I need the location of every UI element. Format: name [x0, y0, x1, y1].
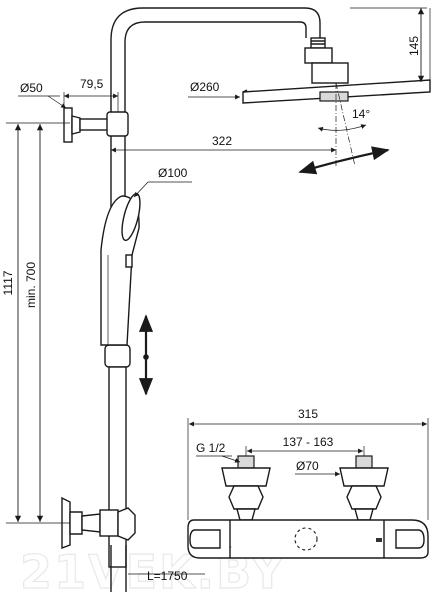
dim-hose-length: L=1750: [128, 569, 205, 583]
dim-315-label: 315: [298, 407, 318, 421]
dim-bracket-diameter-label: Ø50: [20, 81, 43, 95]
dim-137-163-label: 137 - 163: [283, 435, 334, 449]
slider-travel-dot: [143, 354, 149, 360]
slider-holder: [104, 344, 131, 368]
thermostatic-mixer: ▪: [187, 455, 429, 559]
wall-bracket-plate: [63, 107, 73, 143]
dim-315: 315: [187, 407, 429, 520]
dim-145: 145: [350, 7, 431, 82]
right-hex-nut: [346, 485, 382, 510]
dim-tilt-label: 14°: [352, 107, 370, 121]
right-eccentric: [354, 508, 374, 521]
head-hub: [311, 62, 349, 84]
dim-min-700: min. 700: [24, 124, 44, 522]
left-eccentric: [236, 508, 256, 521]
head-nozzle-plate: [319, 91, 349, 102]
mixer-logo-mark: [376, 538, 382, 542]
dim-bracket-diameter: Ø50: [18, 81, 67, 109]
dim-137-163: 137 - 163: [245, 435, 365, 456]
head-ball-joint: [304, 47, 333, 64]
left-hex-nut: [228, 485, 264, 510]
head-rim: [242, 89, 248, 93]
bottom-wall-nut: [99, 509, 119, 537]
head-nut-ridges: [311, 40, 325, 45]
dim-thread: G 1/2: [196, 441, 241, 463]
left-end-cap: [189, 529, 221, 549]
dim-head-diameter: Ø260: [188, 80, 240, 100]
dim-1117: 1117: [1, 122, 70, 524]
left-connection-thread: [237, 455, 255, 469]
shower-column: [61, 7, 431, 592]
dim-handshower-diameter-label: Ø100: [158, 166, 188, 180]
dim-322: 322: [111, 134, 336, 153]
dim-escutcheon-diameter-label: Ø70: [296, 459, 319, 473]
dim-min-700-label: min. 700: [24, 262, 38, 308]
dim-79-5: 79,5: [63, 77, 119, 112]
dim-escutcheon-diameter: Ø70: [295, 459, 340, 477]
riser-clamp: [106, 111, 129, 137]
outlet-circle: [294, 527, 318, 551]
mixer-body: [187, 519, 429, 559]
bottom-wall-collar: [69, 511, 83, 535]
hand-shower-button: [125, 254, 133, 268]
dim-handshower-diameter: Ø100: [133, 166, 192, 198]
dim-hose-length-label: L=1750: [147, 569, 188, 583]
mixer-marking-left: ▪: [229, 544, 232, 551]
right-connection-thread: [355, 455, 373, 469]
dim-145-label: 145: [407, 36, 421, 56]
right-escutcheon: [339, 467, 389, 487]
dim-322-label: 322: [212, 134, 232, 148]
rotation-arrow: [298, 146, 390, 175]
dim-79-5-label: 79,5: [80, 77, 104, 91]
wall-bracket-collar: [71, 115, 81, 135]
dim-1117-label: 1117: [1, 270, 15, 295]
right-end-cap: [395, 529, 425, 549]
riser-outer: [110, 7, 321, 140]
dim-head-diameter-label: Ø260: [190, 80, 220, 94]
riser-inner: [124, 21, 307, 140]
bottom-union: [117, 507, 136, 541]
wall-bracket-arm: [79, 118, 111, 131]
bottom-wall-elbow: [81, 513, 101, 533]
left-escutcheon: [221, 467, 271, 487]
head-nut-top: [310, 37, 326, 49]
dim-thread-label: G 1/2: [196, 441, 226, 455]
